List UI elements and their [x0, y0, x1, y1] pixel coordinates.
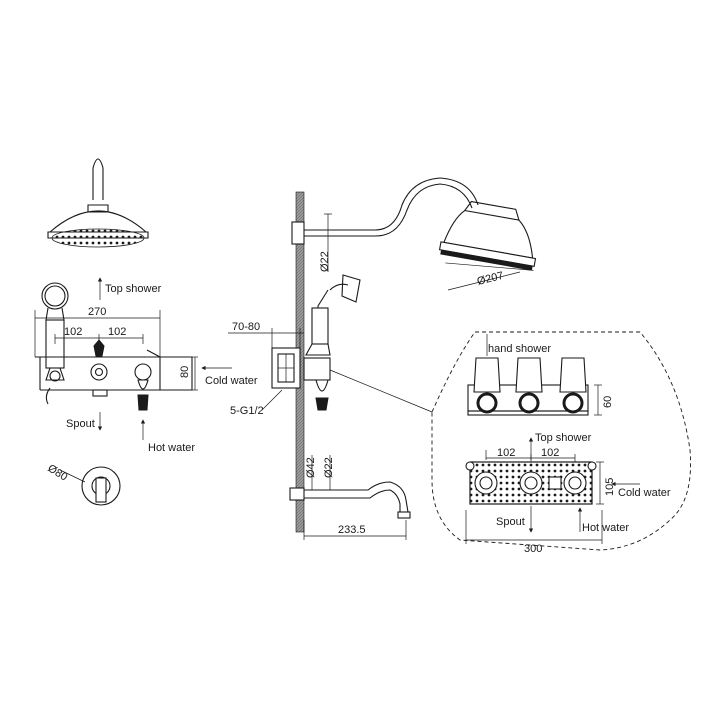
label-dia-22-spout: Ø22: [323, 457, 335, 478]
label-dia-207: Ø207: [476, 270, 505, 288]
shower-arm-side-view: [291, 177, 479, 272]
left-dimensions: [34, 277, 232, 440]
label-hand-shower: hand shower: [488, 343, 551, 355]
spout-side-view: [289, 455, 411, 540]
label-dia-42: Ø42: [305, 457, 317, 478]
label-hot-water-right: Hot water: [582, 522, 629, 534]
shower-head-side-view: [438, 200, 537, 271]
valve-detail-top: [467, 334, 602, 416]
wall-outlet: [59, 466, 121, 506]
label-top-shower-right: Top shower: [535, 432, 592, 444]
detail-callout-outline: [431, 331, 691, 551]
label-dim-300: 300: [524, 543, 542, 555]
label-dim-270: 270: [88, 306, 106, 318]
label-dim-60: 60: [602, 396, 614, 408]
center-dimensions: [228, 328, 304, 411]
handset-side-view: [305, 274, 361, 356]
label-dim-102-b: 102: [108, 326, 126, 338]
mixer-side-view: [271, 347, 433, 413]
valve-detail-front: [465, 437, 640, 544]
label-spout-left: Spout: [66, 418, 95, 430]
mixer-front-view: [35, 339, 193, 411]
label-dia-22-top: Ø22: [319, 251, 331, 272]
label-dia-80: Ø80: [45, 462, 69, 483]
label-spout-right: Spout: [496, 516, 525, 528]
label-dim-80: 80: [179, 366, 191, 378]
label-hot-water-left: Hot water: [148, 442, 195, 454]
dim-line-207: [447, 271, 521, 291]
label-dim-233-5: 233.5: [338, 524, 366, 536]
label-dim-102-d: 102: [541, 447, 559, 459]
label-dim-102-a: 102: [64, 326, 82, 338]
label-cold-water-right: Cold water: [618, 487, 671, 499]
label-thread: 5-G1/2: [230, 405, 264, 417]
label-top-shower-left: Top shower: [105, 283, 162, 295]
label-dim-105: 105: [604, 478, 616, 496]
label-cold-water-left: Cold water: [205, 375, 258, 387]
rain-shower-head-front-view: [47, 158, 149, 248]
label-dim-102-c: 102: [497, 447, 515, 459]
label-dim-70-80: 70-80: [232, 321, 260, 333]
